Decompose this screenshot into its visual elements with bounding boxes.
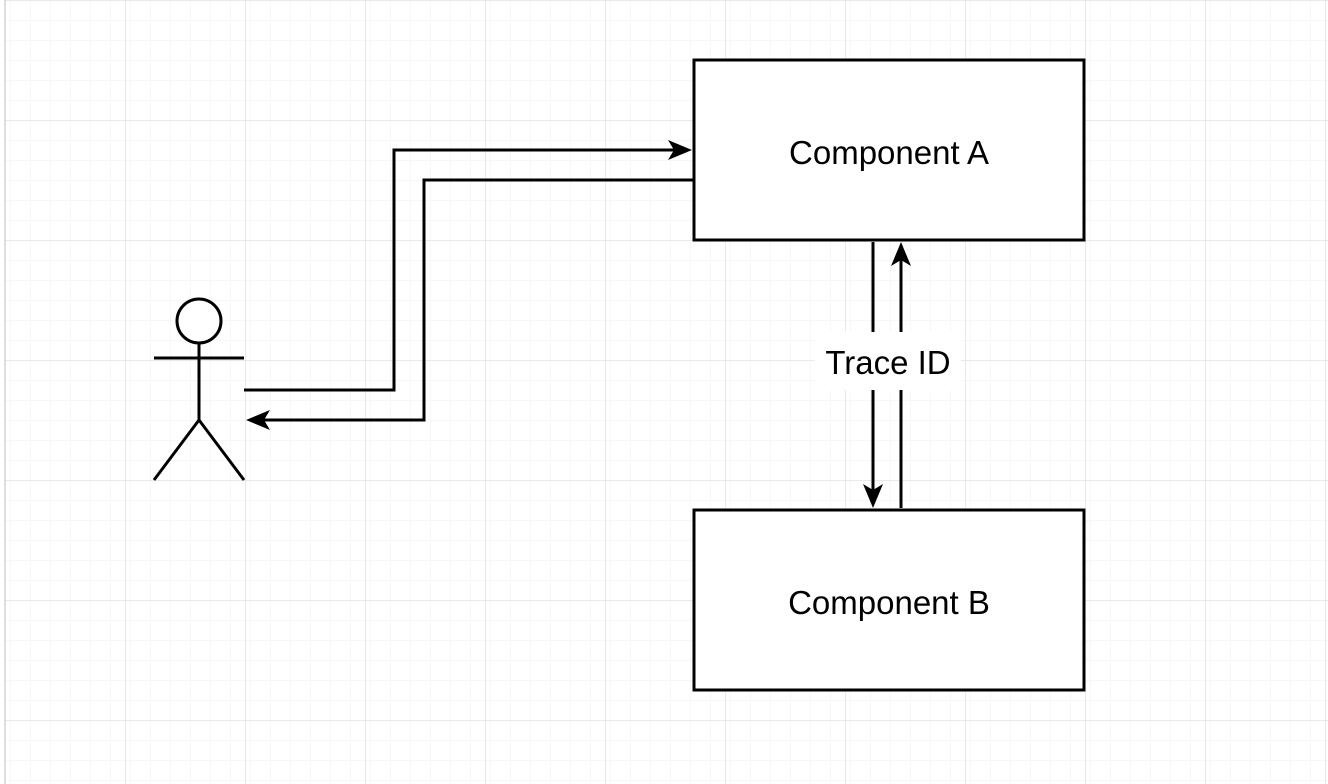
actor-left-leg xyxy=(152,419,201,481)
actor-right-leg xyxy=(197,419,246,481)
component-a-label: Component A xyxy=(789,134,989,171)
component-a-box[interactable] xyxy=(692,58,1086,242)
actor-head xyxy=(175,297,223,345)
actor-icon[interactable] xyxy=(152,297,246,481)
arrowhead-into-component-a-from-b xyxy=(891,242,911,266)
component-b-node[interactable]: Component B xyxy=(692,508,1086,692)
arrowhead-into-component-a xyxy=(668,140,692,160)
component-b-box[interactable] xyxy=(692,508,1086,692)
arrowhead-into-component-b xyxy=(863,484,883,508)
component-b-label: Component B xyxy=(788,584,990,621)
edge-actor-to-component-a[interactable] xyxy=(244,148,676,392)
trace-id-label[interactable]: Trace ID xyxy=(825,344,950,381)
trace-id-label-background xyxy=(815,332,961,390)
arrowhead-into-actor xyxy=(246,410,270,430)
component-a-node[interactable]: Component A xyxy=(692,58,1086,242)
edge-component-a-to-actor[interactable] xyxy=(262,178,694,422)
grid-lines xyxy=(5,0,1328,784)
